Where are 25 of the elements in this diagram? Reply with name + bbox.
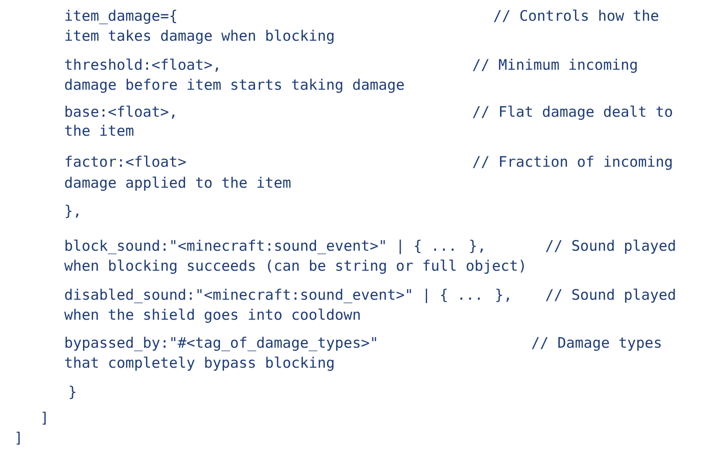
code-comment: the item [65, 124, 134, 136]
code-comment: // Fraction of incoming [472, 156, 672, 170]
code-line: base:<float>, [66, 106, 174, 119]
code-comment: // Sound played [546, 240, 675, 254]
code-comment: item takes damage when blocking [65, 30, 334, 44]
code-comment: that completely bypass blocking [65, 356, 334, 371]
code-comment: damage applied to the item [65, 176, 290, 191]
code-line: } [70, 386, 76, 400]
code-comment: // Minimum incoming [472, 58, 637, 73]
code-comment: // Flat damage dealt to [472, 106, 672, 120]
code-line: block_sound:"<minecraft:sound_event>" | { ... }, [66, 240, 483, 254]
code-comment: when the shield goes into cooldown [64, 308, 360, 323]
code-line: threshold:<float>, [65, 58, 218, 72]
code-comment: // Sound played [546, 288, 675, 303]
code-line: factor:<float> [66, 156, 186, 167]
code-comment: // Controls how the [494, 10, 658, 22]
code-comment: damage before item starts taking damage [65, 78, 404, 93]
code-line: ] [42, 412, 46, 425]
code-line: ] [16, 432, 20, 445]
code-comment: when blocking succeeds (can be string or full object) [64, 260, 524, 274]
code-line: item_damage={ [65, 10, 176, 24]
code-comment: // Damage types [532, 337, 661, 351]
code-line: bypassed_by:"#<tag_of_damage_types>" [66, 336, 376, 352]
code-line: disabled_sound:"<minecraft:sound_event>" | { ... }, [65, 288, 509, 304]
code-line: }, [66, 204, 78, 218]
